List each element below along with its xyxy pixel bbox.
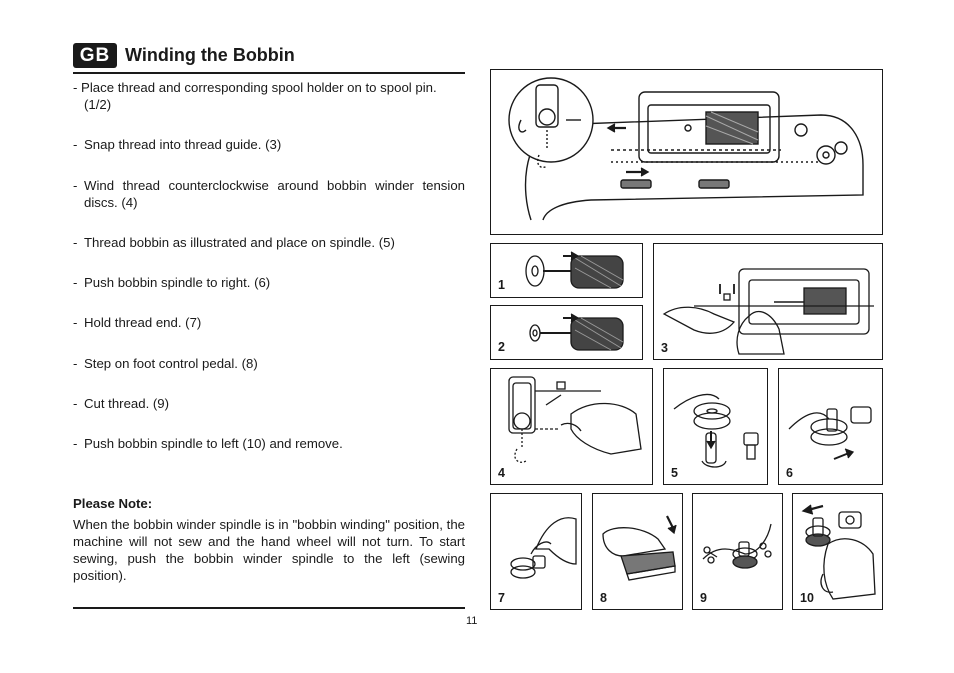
- figure-number: 6: [786, 466, 793, 480]
- footer-rule: [73, 607, 465, 609]
- figure-9: 9: [692, 493, 783, 610]
- page-number: 11: [466, 615, 478, 627]
- step-dash: -: [73, 436, 78, 451]
- figure-5: 5: [663, 368, 768, 485]
- figure-10: 10: [792, 493, 883, 610]
- step-6: - Hold thread end. (7): [73, 314, 465, 331]
- figure-number: 7: [498, 591, 505, 605]
- figure-4: 4: [490, 368, 653, 485]
- step-text: Cut thread. (9): [84, 396, 170, 411]
- hold-thread-illustration: [510, 517, 577, 579]
- spool-holder-small-illustration: [529, 313, 624, 351]
- step-2: - Snap thread into thread guide. (3): [73, 136, 465, 153]
- figure-6: 6: [778, 368, 883, 485]
- step-dash: -: [73, 275, 78, 290]
- language-badge: GB: [73, 43, 117, 68]
- figure-8: 8: [592, 493, 683, 610]
- figure-number: 10: [800, 591, 814, 605]
- step-text: - Place thread and corresponding spool h…: [73, 80, 437, 112]
- step-9: - Push bobbin spindle to left (10) and r…: [73, 435, 465, 452]
- figure-3: 3: [653, 243, 883, 360]
- tension-disc-illustration: [508, 376, 642, 463]
- figure-number: 1: [498, 278, 505, 292]
- step-dash: -: [73, 235, 78, 250]
- cut-thread-illustration: [702, 523, 772, 569]
- step-dash: -: [73, 178, 78, 193]
- step-1: - Place thread and corresponding spool h…: [73, 79, 465, 113]
- header-rule: [73, 72, 465, 74]
- figure-1: 1: [490, 243, 643, 298]
- figure-number: 5: [671, 466, 678, 480]
- bobbin-spindle-right-illustration: [788, 406, 872, 460]
- bobbin-thread-illustration: [673, 393, 759, 468]
- step-text: Step on foot control pedal. (8): [84, 356, 258, 371]
- step-dash: -: [73, 315, 78, 330]
- step-dash: -: [73, 356, 78, 371]
- step-7: - Step on foot control pedal. (8): [73, 355, 465, 372]
- figure-number: 2: [498, 340, 505, 354]
- step-8: - Cut thread. (9): [73, 395, 465, 412]
- step-text: Snap thread into thread guide. (3): [84, 137, 282, 152]
- step-text: Thread bobbin as illustrated and place o…: [84, 235, 395, 250]
- bobbin-spindle-left-illustration: [801, 504, 876, 600]
- machine-overview-figure: [490, 69, 883, 235]
- figure-number: 3: [661, 341, 668, 355]
- step-text: Push bobbin spindle to right. (6): [84, 275, 271, 290]
- note-body: When the bobbin winder spindle is in "bo…: [73, 517, 465, 583]
- step-text: Push bobbin spindle to left (10) and rem…: [84, 436, 343, 451]
- figure-number: 4: [498, 466, 505, 480]
- step-text: Wind thread counterclockwise around bobb…: [84, 178, 465, 210]
- step-3: - Wind thread counterclockwise around bo…: [73, 177, 465, 211]
- page-header: GB Winding the Bobbin: [73, 43, 295, 68]
- step-text: Hold thread end. (7): [84, 315, 202, 330]
- thread-guide-illustration: [662, 268, 874, 355]
- note-title: Please Note:: [73, 496, 153, 511]
- foot-pedal-illustration: [602, 515, 677, 581]
- figure-number: 8: [600, 591, 607, 605]
- figure-7: 7: [490, 493, 582, 610]
- step-4: - Thread bobbin as illustrated and place…: [73, 234, 465, 251]
- step-dash: -: [73, 137, 78, 152]
- step-dash: -: [73, 396, 78, 411]
- step-5: - Push bobbin spindle to right. (6): [73, 274, 465, 291]
- spool-holder-illustration: [525, 251, 624, 289]
- sewing-machine-illustration: [508, 77, 864, 221]
- figure-2: 2: [490, 305, 643, 360]
- page-title: Winding the Bobbin: [125, 45, 295, 65]
- figure-number: 9: [700, 591, 707, 605]
